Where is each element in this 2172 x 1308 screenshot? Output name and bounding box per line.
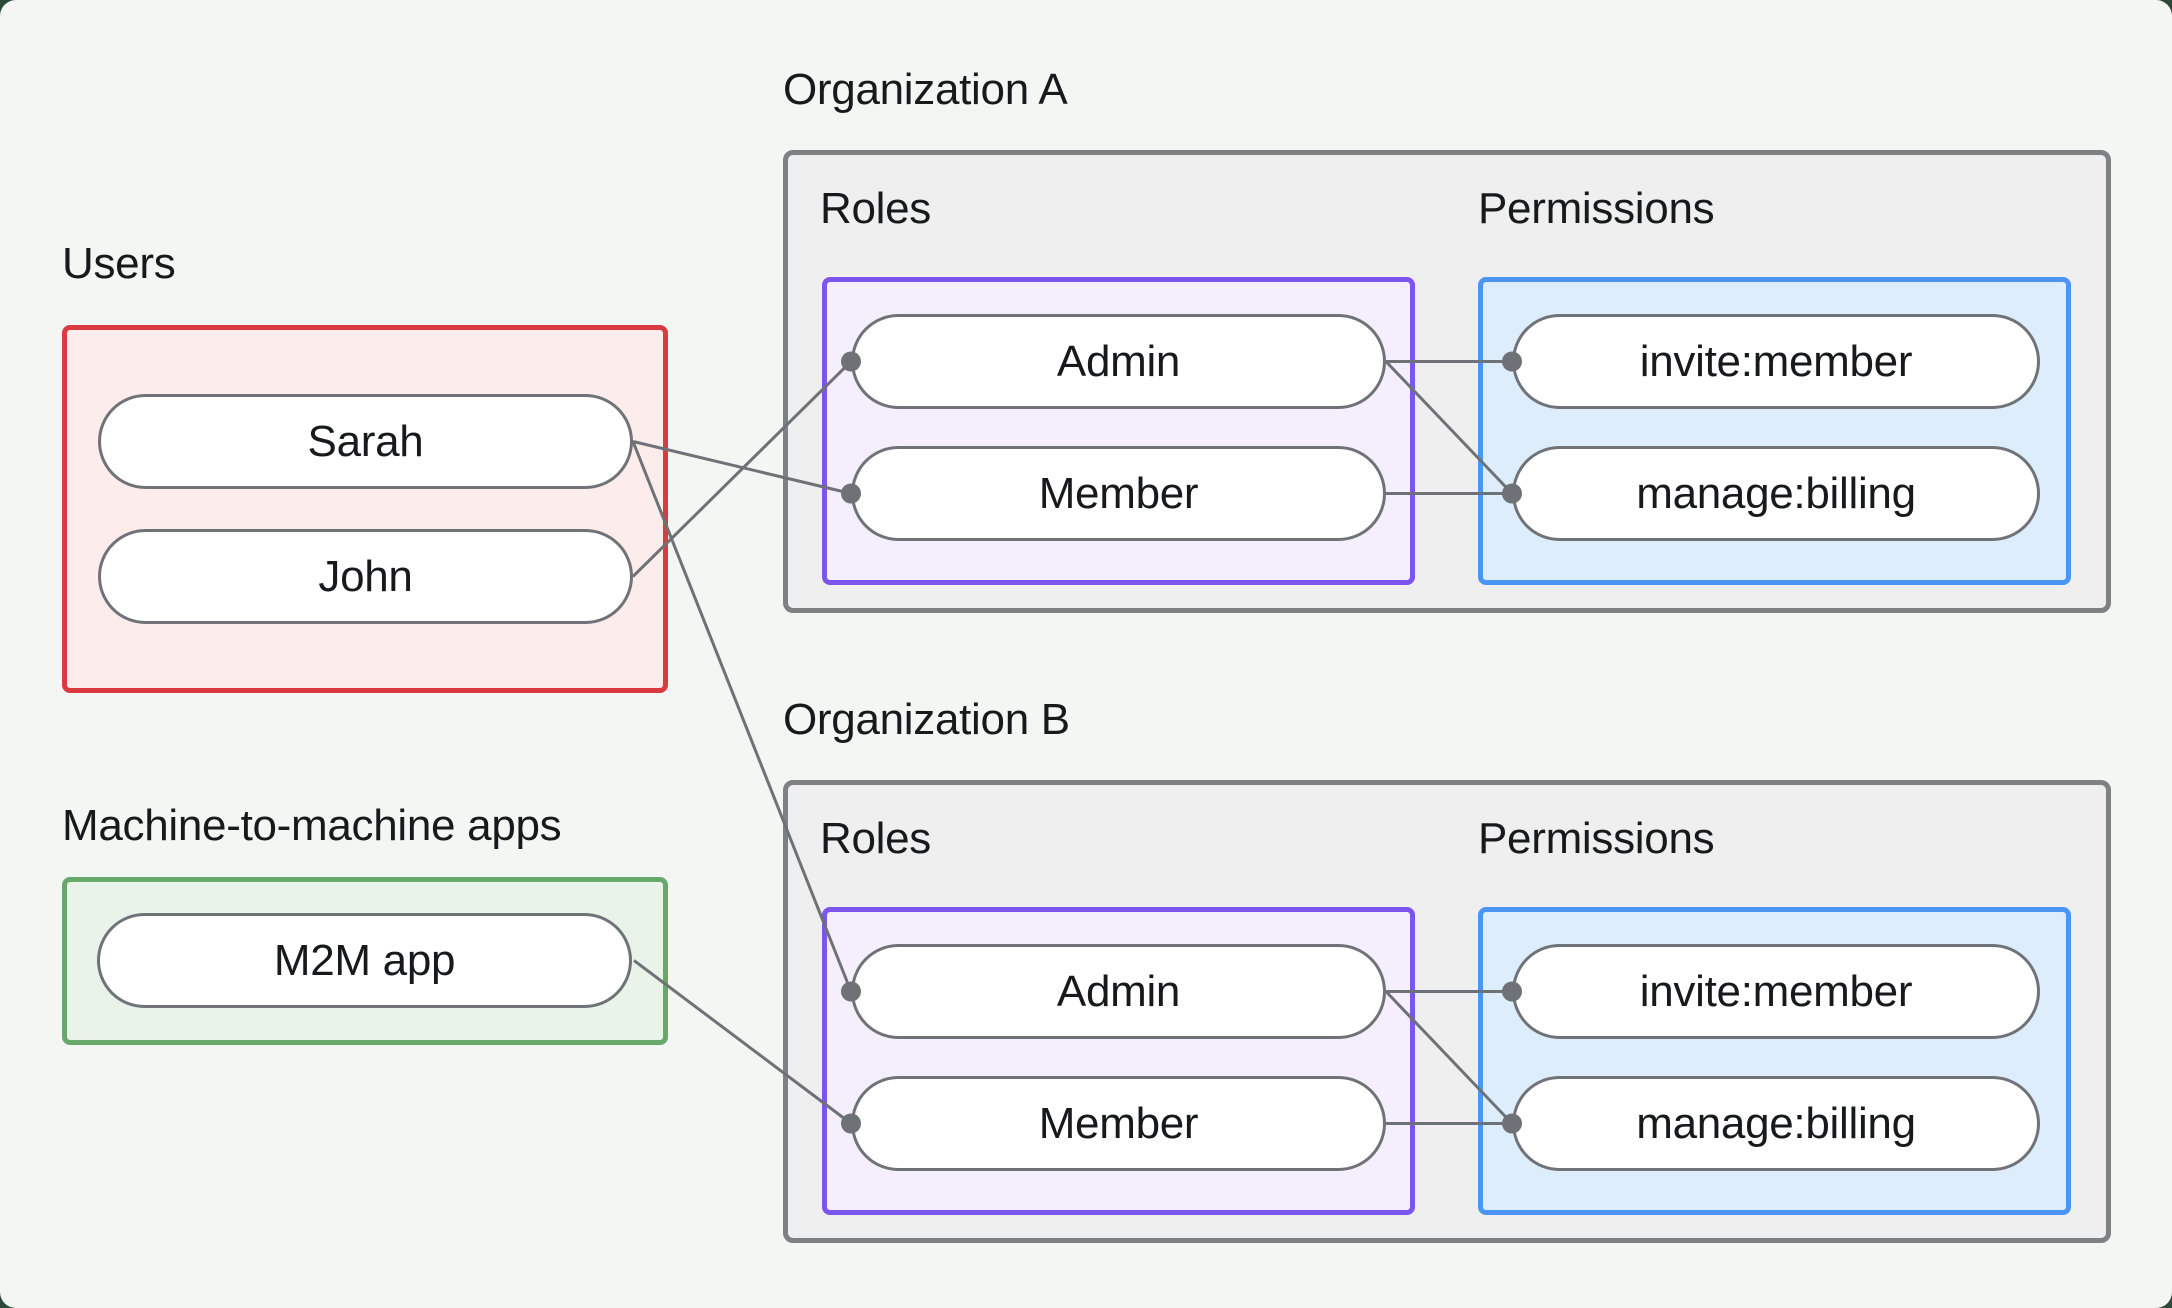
m2m-group-box: M2M app	[62, 877, 668, 1045]
org-a-permission-invite-member-label: invite:member	[1639, 336, 1913, 386]
org-b-container: Roles Permissions Admin Member invite:me…	[783, 780, 2111, 1243]
org-a-role-admin: Admin	[851, 314, 1386, 409]
org-b-title: Organization B	[783, 695, 1070, 744]
org-b-permission-manage-billing-label: manage:billing	[1636, 1098, 1916, 1148]
org-a-title: Organization A	[783, 65, 1068, 114]
org-b-role-member-label: Member	[1038, 1098, 1199, 1148]
org-a-permission-manage-billing-label: manage:billing	[1636, 468, 1916, 518]
org-b-permissions-label: Permissions	[1478, 814, 1715, 863]
m2m-app-node-label: M2M app	[273, 935, 456, 985]
org-a-permissions-label: Permissions	[1478, 184, 1715, 233]
org-b-roles-label: Roles	[820, 814, 931, 863]
org-b-permission-invite-member: invite:member	[1512, 944, 2040, 1039]
user-node-sarah-label: Sarah	[307, 416, 424, 466]
user-node-john: John	[98, 529, 633, 624]
org-b-role-member: Member	[851, 1076, 1386, 1171]
users-group-box: Sarah John	[62, 325, 668, 693]
org-a-role-member: Member	[851, 446, 1386, 541]
org-a-roles-label: Roles	[820, 184, 931, 233]
user-node-john-label: John	[318, 551, 413, 601]
org-a-roles-box: Admin Member	[822, 277, 1415, 585]
org-a-permission-invite-member: invite:member	[1512, 314, 2040, 409]
org-a-role-admin-label: Admin	[1056, 336, 1181, 386]
org-a-permission-manage-billing: manage:billing	[1512, 446, 2040, 541]
m2m-app-node: M2M app	[97, 913, 632, 1008]
org-b-role-admin: Admin	[851, 944, 1386, 1039]
org-b-permissions-box: invite:member manage:billing	[1478, 907, 2071, 1215]
org-b-roles-box: Admin Member	[822, 907, 1415, 1215]
org-a-container: Roles Permissions Admin Member invite:me…	[783, 150, 2111, 613]
org-a-permissions-box: invite:member manage:billing	[1478, 277, 2071, 585]
users-section-label: Users	[62, 239, 176, 288]
org-a-role-member-label: Member	[1038, 468, 1199, 518]
user-node-sarah: Sarah	[98, 394, 633, 489]
org-b-permission-invite-member-label: invite:member	[1639, 966, 1913, 1016]
org-b-permission-manage-billing: manage:billing	[1512, 1076, 2040, 1171]
org-b-role-admin-label: Admin	[1056, 966, 1181, 1016]
m2m-section-label: Machine-to-machine apps	[62, 801, 562, 850]
